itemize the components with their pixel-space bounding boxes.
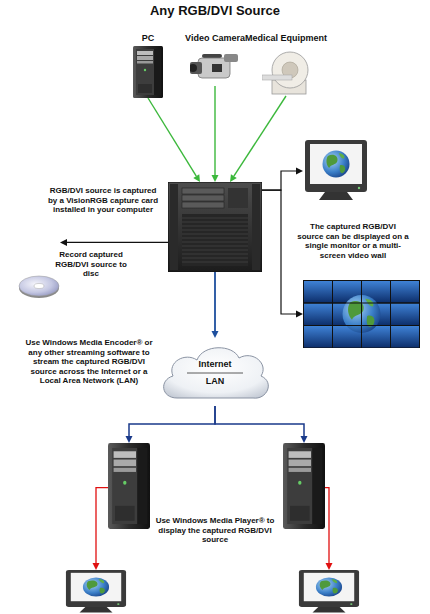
connector-line	[129, 406, 215, 436]
connector-line	[67, 242, 168, 243]
connector-line	[214, 86, 215, 175]
arrow-head	[212, 331, 219, 338]
connector-line	[234, 96, 286, 176]
connector-line	[262, 190, 296, 314]
arrow-head	[193, 174, 200, 182]
connector-line	[215, 406, 304, 436]
arrow-head	[93, 563, 100, 570]
client-pc	[283, 443, 325, 529]
monitor-icon	[303, 140, 369, 202]
arrow-head	[296, 311, 303, 318]
client-monitor-icon	[297, 570, 361, 614]
node-text: RGB/DVI source is captured by a VisionRG…	[44, 186, 162, 215]
client-monitor	[64, 570, 128, 614]
connector	[262, 190, 303, 317]
connector-line	[148, 98, 196, 176]
arrow-head	[230, 174, 237, 182]
node-text: Internet	[157, 359, 273, 370]
pc-tower-icon	[133, 46, 163, 98]
note-text: Use Windows Media Encoder® or any other …	[24, 338, 154, 386]
connector	[262, 168, 303, 191]
connector	[148, 98, 200, 182]
medical-equipment-icon	[262, 48, 310, 96]
connector	[215, 406, 308, 443]
connector-line	[262, 171, 296, 190]
client-pc-icon	[283, 443, 325, 529]
network-cloud: InternetLAN	[157, 338, 273, 406]
monitor	[303, 140, 369, 202]
video-wall	[303, 280, 420, 348]
connector-line	[96, 488, 108, 563]
arrow-head	[326, 563, 333, 570]
note-text: Record captured RGB/DVI source to disc	[48, 250, 134, 279]
node-text: Medical Equipment	[236, 33, 336, 44]
disc	[18, 236, 60, 300]
client-pc-icon	[108, 443, 150, 529]
client-monitor-icon	[64, 570, 128, 614]
connector	[212, 86, 219, 182]
note-text: Use Windows Media Player® to display the…	[152, 516, 278, 545]
connector	[325, 488, 333, 570]
note-text: The captured RGB/DVI source can be displ…	[296, 222, 410, 260]
node-text: PC	[98, 33, 198, 44]
arrow-head	[301, 436, 308, 443]
connector	[93, 488, 109, 570]
arrow-head	[212, 175, 219, 182]
arrow-head	[126, 436, 133, 443]
capture-server: RGB/DVI source is captured by a VisionRG…	[168, 182, 262, 272]
connector	[230, 96, 286, 182]
client-pc	[108, 443, 150, 529]
connector-line	[214, 272, 216, 331]
video-wall-icon	[303, 280, 420, 348]
diagram-title: Any RGB/DVI Source	[0, 3, 430, 18]
connector	[60, 239, 168, 246]
video-camera-icon	[190, 50, 240, 86]
pc-tower: PC	[133, 46, 163, 98]
client-monitor	[297, 570, 361, 614]
arrow-head	[296, 168, 303, 175]
network-cloud-icon	[157, 338, 273, 406]
disc-icon	[18, 236, 60, 300]
node-text: LAN	[157, 376, 273, 387]
connector-line	[325, 488, 329, 563]
capture-server-icon	[168, 182, 262, 272]
video-camera: Video Camera	[190, 50, 240, 86]
arrow-head	[60, 239, 67, 246]
connector	[126, 406, 216, 443]
medical-equipment: Medical Equipment	[262, 48, 310, 96]
connector	[212, 272, 219, 338]
